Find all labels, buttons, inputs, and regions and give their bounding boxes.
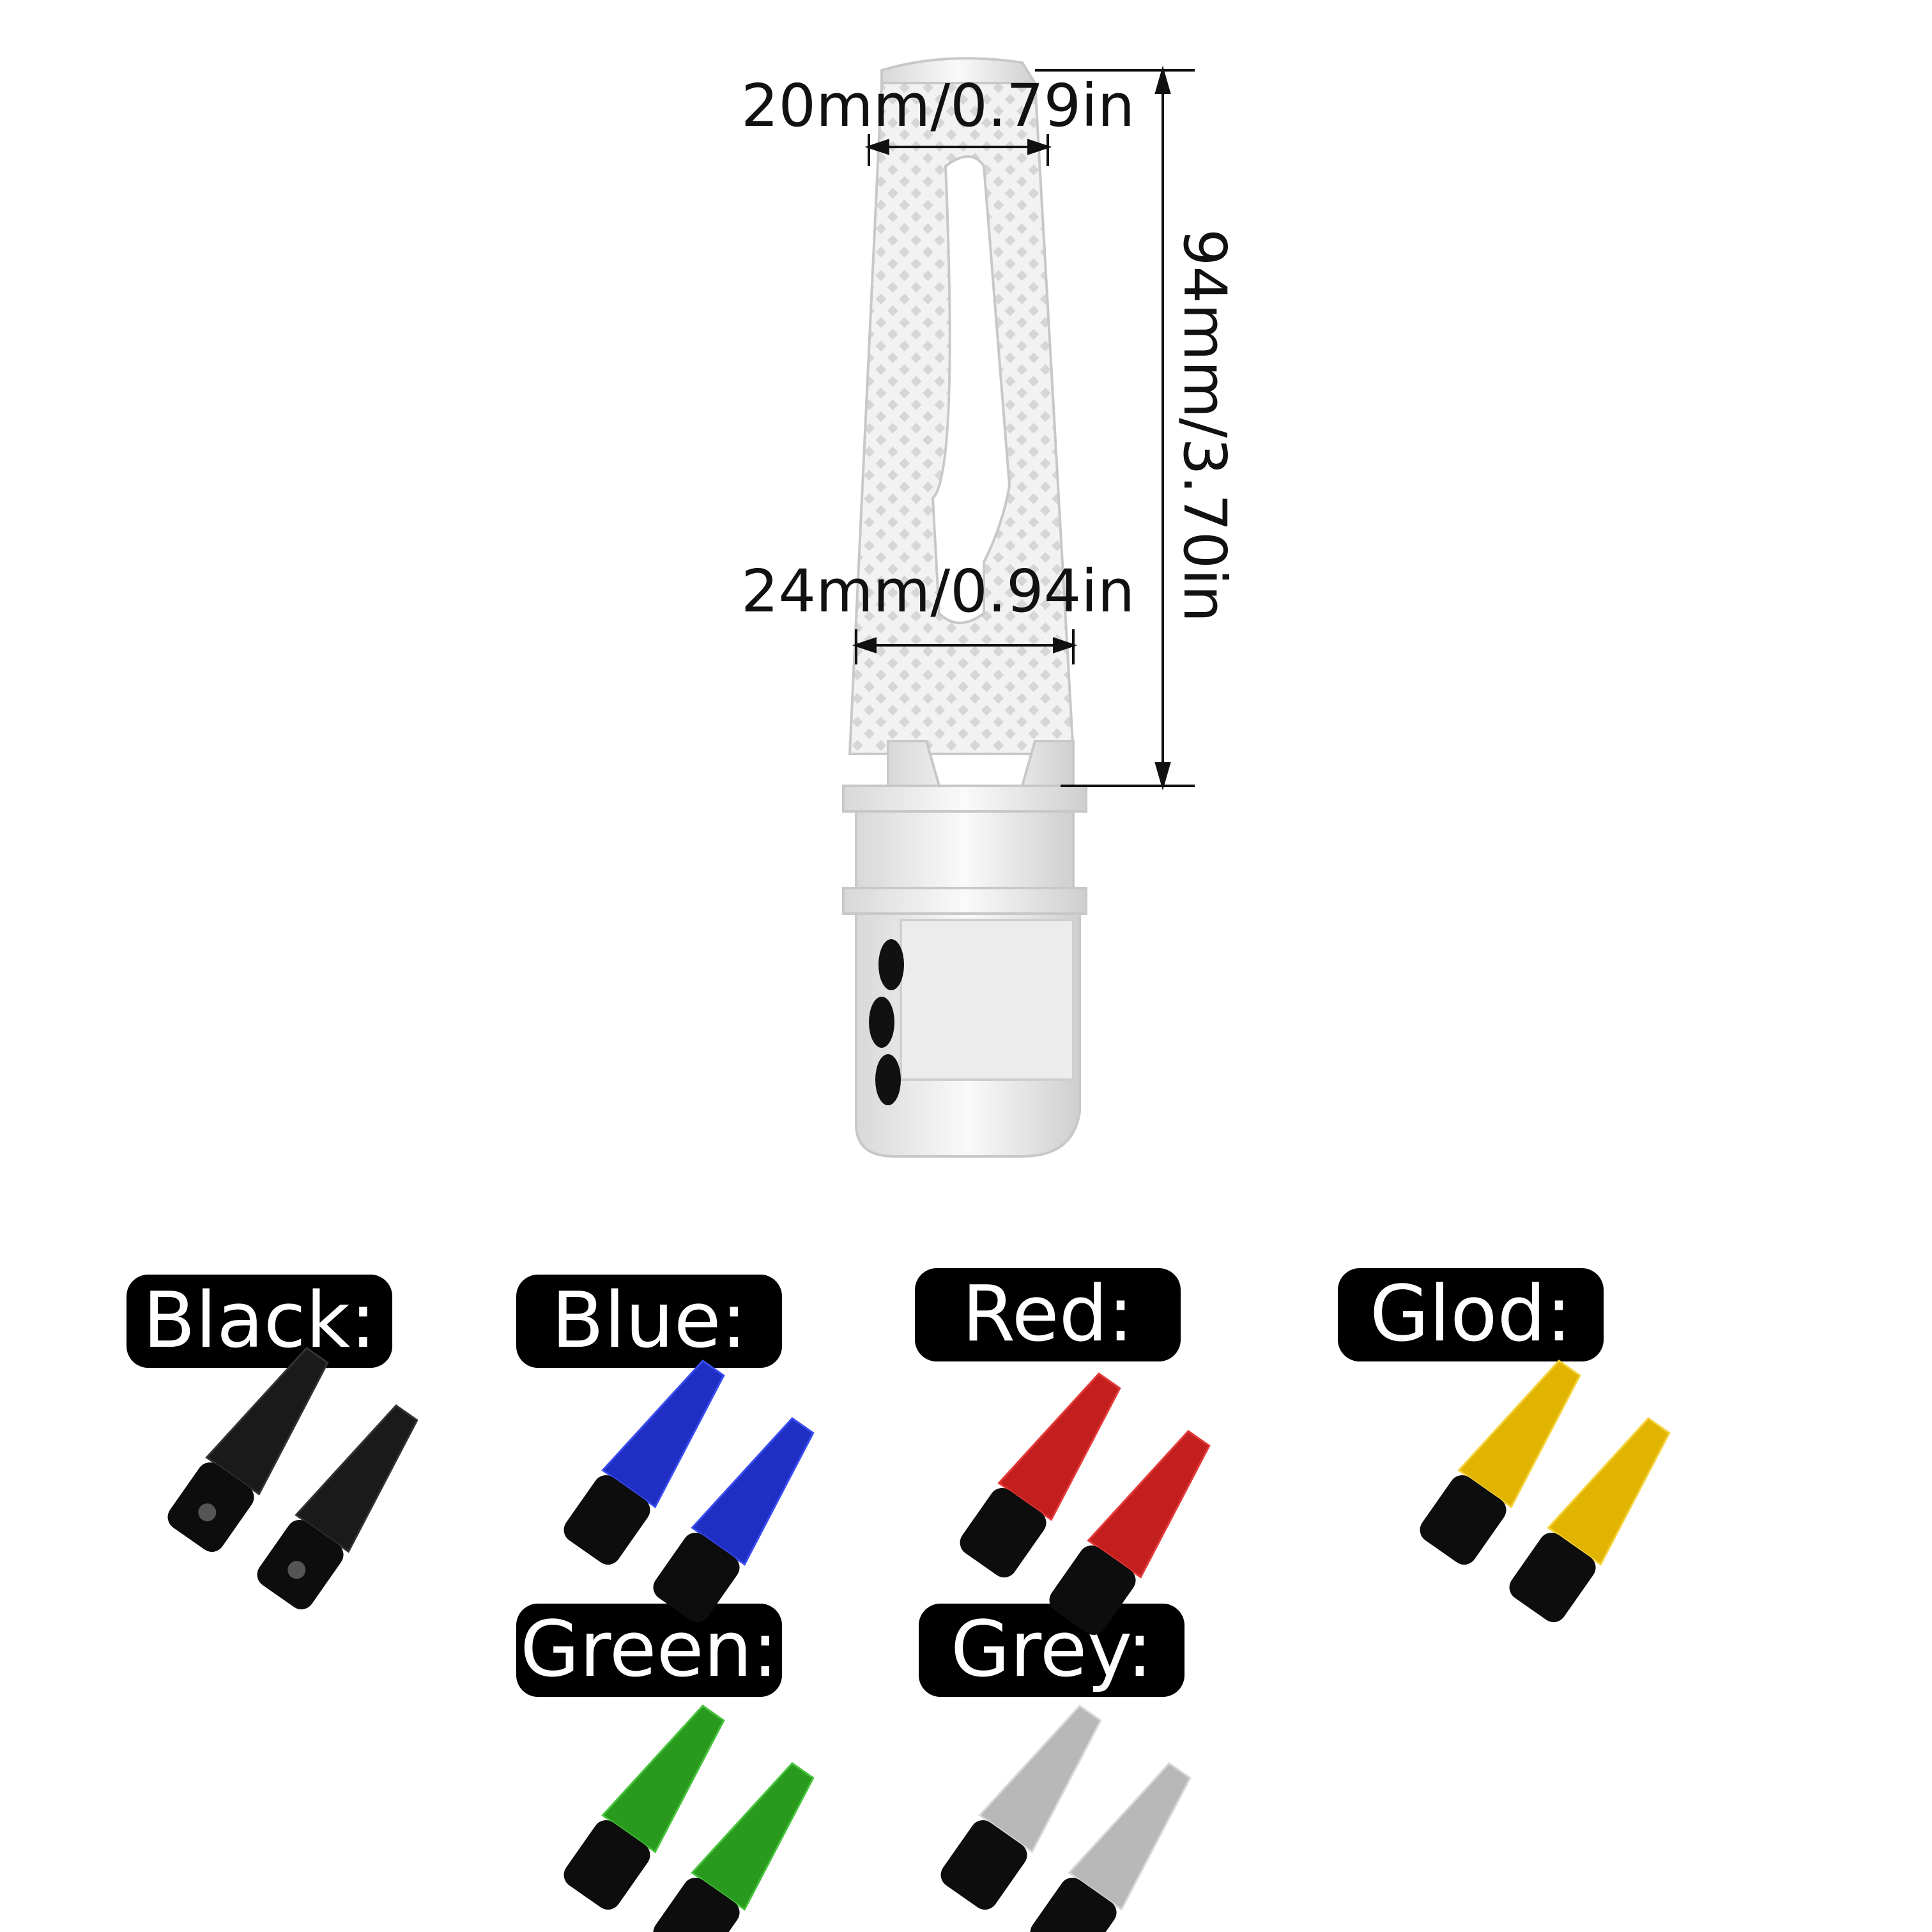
top-width-label: 20mm/0.79in xyxy=(741,72,1135,140)
variant-label-green: Green: xyxy=(516,1604,782,1697)
black-pair xyxy=(167,1347,418,1609)
bottom-width-label: 24mm/0.94in xyxy=(741,557,1135,625)
variant-label-gold: Glod: xyxy=(1338,1268,1604,1361)
variant-label-red: Red: xyxy=(915,1268,1181,1361)
variant-label-grey: Grey: xyxy=(919,1604,1184,1697)
variant-label-black: Black: xyxy=(126,1275,392,1368)
variant-label-blue: Blue: xyxy=(516,1275,782,1368)
